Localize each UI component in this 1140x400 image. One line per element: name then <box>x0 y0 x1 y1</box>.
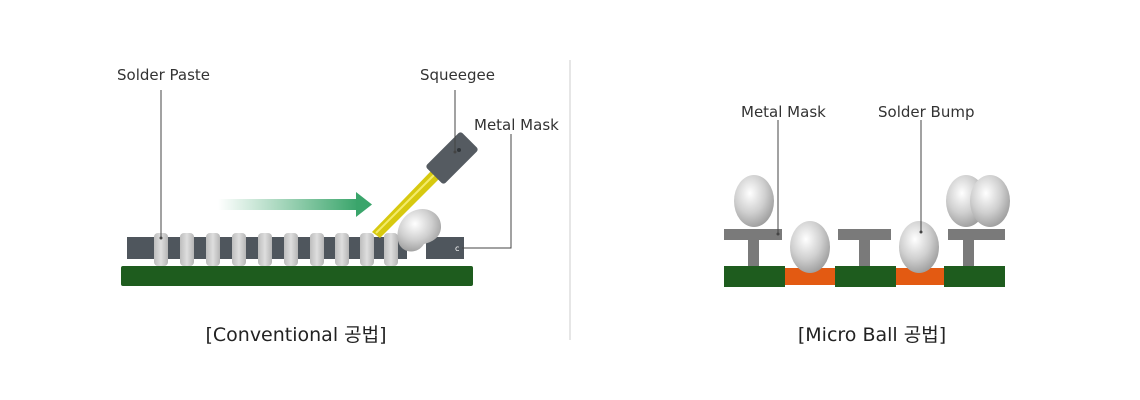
mask-pillar <box>838 229 891 266</box>
solder-paste-deposit <box>232 233 246 266</box>
leader-dot <box>776 232 780 236</box>
label-solder-paste: Solder Paste <box>117 66 210 84</box>
solder-paste-deposit <box>180 233 194 266</box>
leader-metal-mask <box>462 134 512 249</box>
solder-paste-deposit <box>154 233 168 266</box>
micro-ball-diagram: Metal Mask Solder Bump [Micro Ball 공법] <box>724 103 1010 346</box>
caption-micro-ball: [Micro Ball 공법] <box>798 324 946 346</box>
mask-pillar <box>948 229 1005 266</box>
label-metal-mask-right: Metal Mask <box>741 103 826 121</box>
solder-paste-blob <box>397 208 442 252</box>
leader-dot <box>919 230 923 234</box>
substrate-segment <box>944 266 1005 287</box>
solder-ball <box>970 175 1010 227</box>
solder-ball <box>899 221 939 273</box>
metal-mask-stencil-right <box>426 237 464 259</box>
label-metal-mask: Metal Mask <box>474 116 559 134</box>
substrate-segment <box>724 266 785 287</box>
substrate-board <box>121 266 473 286</box>
solder-paste-deposit <box>284 233 298 266</box>
solder-paste-deposit <box>384 233 398 266</box>
mask-pillar <box>724 229 782 266</box>
leader-dot <box>453 150 457 154</box>
solder-pad <box>896 268 944 285</box>
squeegee-handle-dot <box>457 148 461 152</box>
squeegee-handle <box>426 132 478 184</box>
squeegee-blade-highlight <box>375 173 436 234</box>
stencil-mark: c <box>455 244 459 253</box>
solder-pad <box>785 268 835 285</box>
squeegee <box>372 132 478 238</box>
solder-paste-deposit <box>335 233 349 266</box>
solder-paste-deposit <box>206 233 220 266</box>
solder-paste-deposit <box>360 233 374 266</box>
solder-paste-deposit <box>258 233 272 266</box>
solder-paste-deposit <box>310 233 324 266</box>
caption-conventional: [Conventional 공법] <box>205 324 386 346</box>
solder-ball <box>790 221 830 273</box>
substrate-segment <box>835 266 896 287</box>
label-squeegee: Squeegee <box>420 66 495 84</box>
conventional-diagram: c <box>117 66 559 346</box>
leader-dot <box>159 236 163 240</box>
motion-arrow <box>218 192 372 217</box>
solder-paste-deposits <box>154 233 398 266</box>
solder-ball <box>734 175 774 227</box>
label-solder-bump: Solder Bump <box>878 103 974 121</box>
